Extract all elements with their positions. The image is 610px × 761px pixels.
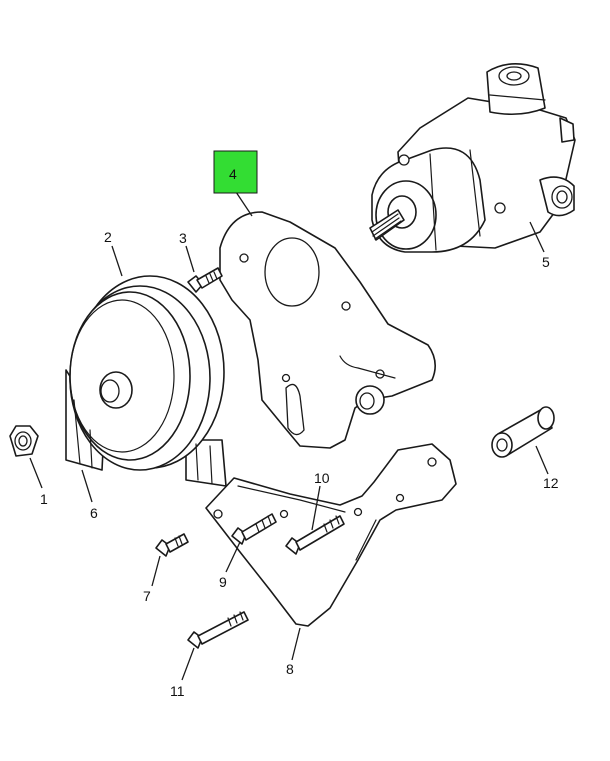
bolt-part-7[interactable] bbox=[155, 533, 189, 557]
callout-10[interactable]: 10 bbox=[314, 470, 330, 486]
bracket-part-4[interactable] bbox=[219, 211, 436, 449]
bolt-part-11[interactable] bbox=[187, 611, 249, 649]
callout-4[interactable]: 4 bbox=[229, 166, 237, 182]
leader-lines bbox=[29, 191, 549, 681]
nut-part-1[interactable] bbox=[9, 425, 39, 457]
bolt-part-3[interactable] bbox=[187, 267, 223, 293]
pulley-part-2[interactable] bbox=[65, 275, 227, 487]
callout-2[interactable]: 2 bbox=[104, 229, 112, 245]
callout-6[interactable]: 6 bbox=[90, 505, 98, 521]
callout-5[interactable]: 5 bbox=[542, 254, 550, 270]
highlight-box-part-4 bbox=[213, 150, 258, 194]
callout-9[interactable]: 9 bbox=[219, 574, 227, 590]
callout-12[interactable]: 12 bbox=[543, 475, 559, 491]
bracket-part-8[interactable] bbox=[205, 443, 457, 627]
pump-part-5[interactable] bbox=[369, 63, 576, 253]
callout-11[interactable]: 11 bbox=[170, 683, 185, 699]
bolt-part-10[interactable] bbox=[285, 515, 345, 555]
callout-3[interactable]: 3 bbox=[179, 230, 187, 246]
callout-1[interactable]: 1 bbox=[40, 491, 48, 507]
bolt-part-9[interactable] bbox=[231, 513, 277, 545]
callout-8[interactable]: 8 bbox=[286, 661, 294, 677]
callout-7[interactable]: 7 bbox=[143, 588, 151, 604]
sleeve-part-12[interactable] bbox=[491, 406, 555, 458]
